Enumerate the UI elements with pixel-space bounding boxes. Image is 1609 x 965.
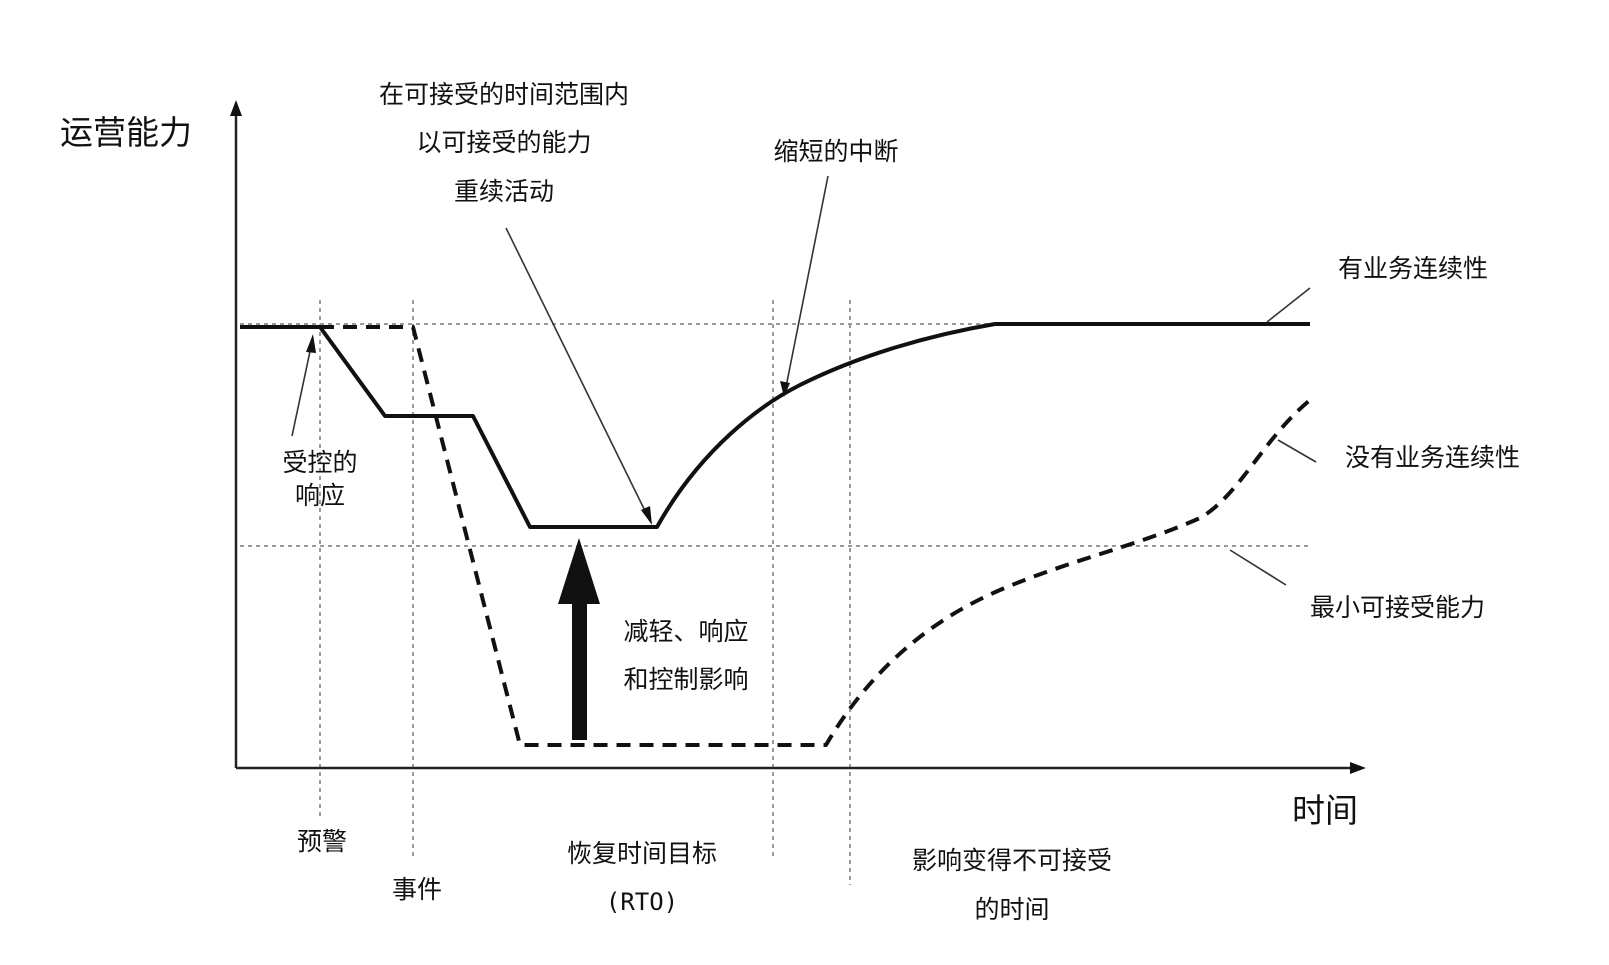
- incident-label: 事件: [392, 875, 442, 904]
- unacceptable-label-line2: 的时间: [974, 895, 1049, 924]
- curve-with-business-continuity: [240, 322, 1310, 529]
- without-bc-label: 没有业务连续性: [1345, 443, 1520, 472]
- curve-without-business-continuity: [320, 325, 1312, 747]
- mitigate-label-line1: 减轻、响应: [623, 617, 748, 646]
- rto-label-line2: (RTO): [606, 888, 678, 916]
- y-axis-label: 运营能力: [60, 113, 192, 152]
- pointer-controlled: [291, 341, 313, 437]
- pointer-shortened: [784, 175, 829, 393]
- controlled-label-line1: 受控的: [282, 448, 357, 477]
- shortened-label: 缩短的中断: [773, 137, 898, 166]
- controlled-label-line2: 响应: [295, 481, 345, 510]
- with-bc-label: 有业务连续性: [1338, 254, 1488, 283]
- pointer-min-capacity: [1229, 549, 1287, 586]
- mitigation-arrow-icon: [558, 538, 600, 604]
- rto-label-line1: 恢复时间目标: [567, 839, 717, 868]
- resume-label-line3: 重续活动: [454, 177, 554, 206]
- pointer-resume-head-icon: [641, 506, 652, 525]
- pointer-resume: [505, 227, 651, 522]
- y-axis-arrow-icon: [230, 100, 242, 116]
- unacceptable-label-line1: 影响变得不可接受: [912, 846, 1112, 875]
- pointer-shortened-head-icon: [780, 381, 790, 397]
- resume-label-line2: 以可接受的能力: [416, 128, 591, 157]
- x-axis-label: 时间: [1292, 791, 1358, 830]
- mitigate-label-line2: 和控制影响: [623, 665, 748, 694]
- pointer-without-bc: [1277, 439, 1317, 463]
- mitigation-arrow-shaft: [572, 600, 587, 740]
- resume-label-line1: 在可接受的时间范围内: [379, 80, 629, 109]
- pointer-controlled-head-icon: [306, 334, 316, 353]
- min-capacity-label: 最小可接受能力: [1310, 593, 1485, 622]
- warning-label: 预警: [297, 827, 347, 856]
- pointer-with-bc: [1266, 287, 1311, 323]
- x-axis-arrow-icon: [1350, 762, 1366, 774]
